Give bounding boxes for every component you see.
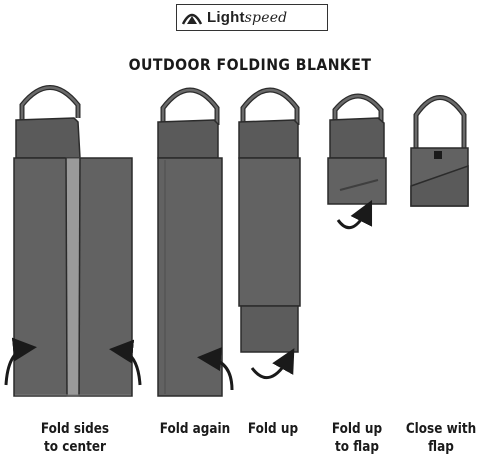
mountain-arc-icon (177, 5, 207, 30)
step-caption-3: Fold up (247, 421, 299, 437)
step1-blanket (13, 85, 133, 397)
arrow-left-icon (4, 337, 37, 386)
brand-name: Lightspeed (207, 9, 288, 26)
step4-blanket (327, 93, 387, 205)
arrow-curl-icon (197, 347, 234, 391)
step3-blanket (238, 87, 301, 353)
arrow-up-icon (250, 348, 295, 380)
arrow-up-icon (336, 199, 373, 230)
page-title: OUTDOOR FOLDING BLANKET (128, 55, 372, 74)
step5-blanket (410, 95, 469, 207)
step2-blanket (157, 87, 223, 397)
step-caption-2: Fold again (159, 421, 231, 437)
brand-logo: Lightspeed (176, 4, 328, 31)
arrow-right-icon (109, 339, 142, 386)
